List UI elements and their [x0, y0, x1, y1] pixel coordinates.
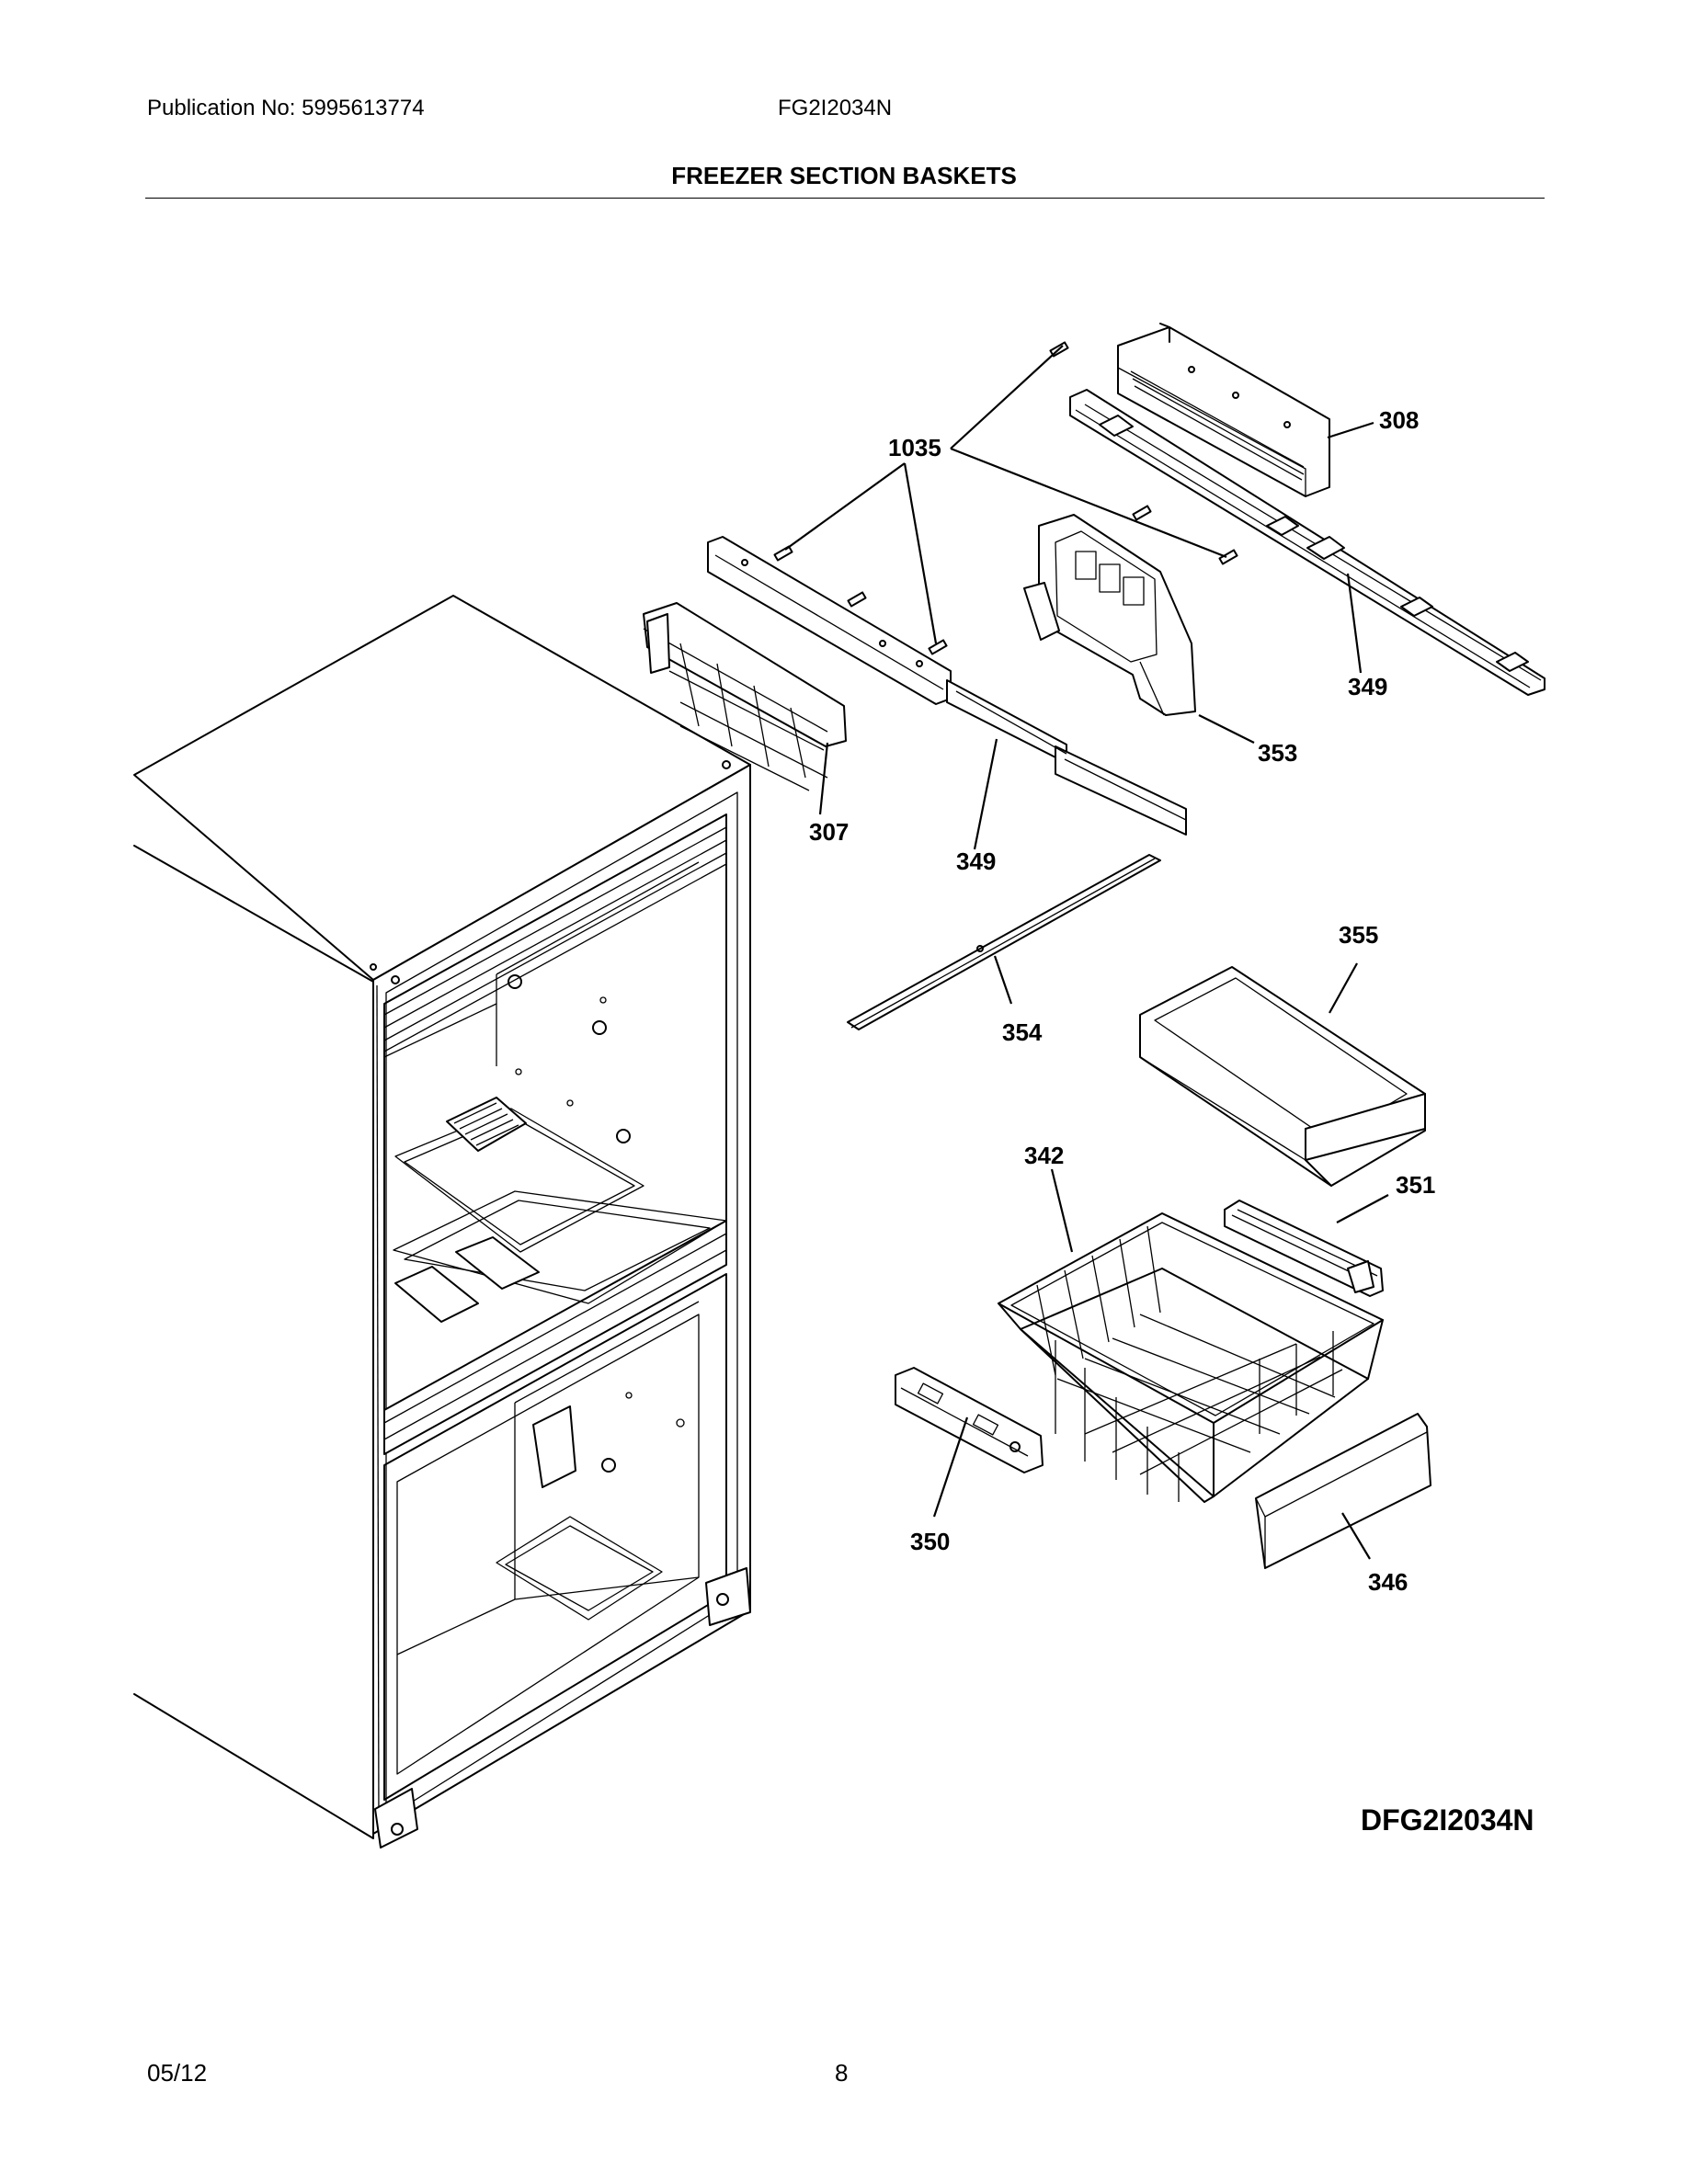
section-title: FREEZER SECTION BASKETS: [671, 162, 1017, 189]
publication-number: Publication No: 5995613774: [147, 96, 425, 120]
part-355-shallow-bin: [1139, 966, 1426, 1187]
diagram-code: DFG2I2034N: [1361, 1803, 1534, 1837]
page-number: 8: [835, 2059, 849, 2087]
callout-350: 350: [910, 1528, 950, 1555]
callout-1035: 1035: [888, 434, 941, 461]
part-308-rail-bracket: [1117, 323, 1330, 497]
model-number: FG2I2034N: [778, 96, 893, 120]
footer-date: 05/12: [147, 2059, 208, 2087]
part-307-bracket: [643, 602, 847, 791]
callout-308: 308: [1379, 406, 1419, 434]
callout-307: 307: [809, 818, 849, 846]
part-350-slide-rail: [895, 1367, 1044, 1473]
part-353-bracket: [1023, 514, 1196, 716]
part-346-front-cover: [1255, 1413, 1431, 1569]
part-342-wire-basket: [998, 1212, 1384, 1503]
part-351-slide-bracket: [1224, 1200, 1384, 1297]
callout-354: 354: [1002, 1018, 1043, 1046]
callout-342: 342: [1024, 1142, 1064, 1169]
callout-353: 353: [1258, 739, 1297, 767]
callout-349-right: 349: [1348, 673, 1387, 700]
part-354-crossbar: [847, 854, 1161, 1030]
callout-346: 346: [1368, 1568, 1408, 1596]
header-divider: [145, 198, 1545, 199]
callout-355: 355: [1339, 921, 1378, 949]
part-349-left-slide-rail: [707, 536, 1187, 836]
part-349-right-slide-rail: [1069, 389, 1545, 696]
callout-349-left: 349: [956, 847, 996, 875]
refrigerator-cabinet: [133, 595, 751, 1848]
callout-351: 351: [1396, 1171, 1435, 1199]
leader-lines: [784, 345, 1389, 1560]
